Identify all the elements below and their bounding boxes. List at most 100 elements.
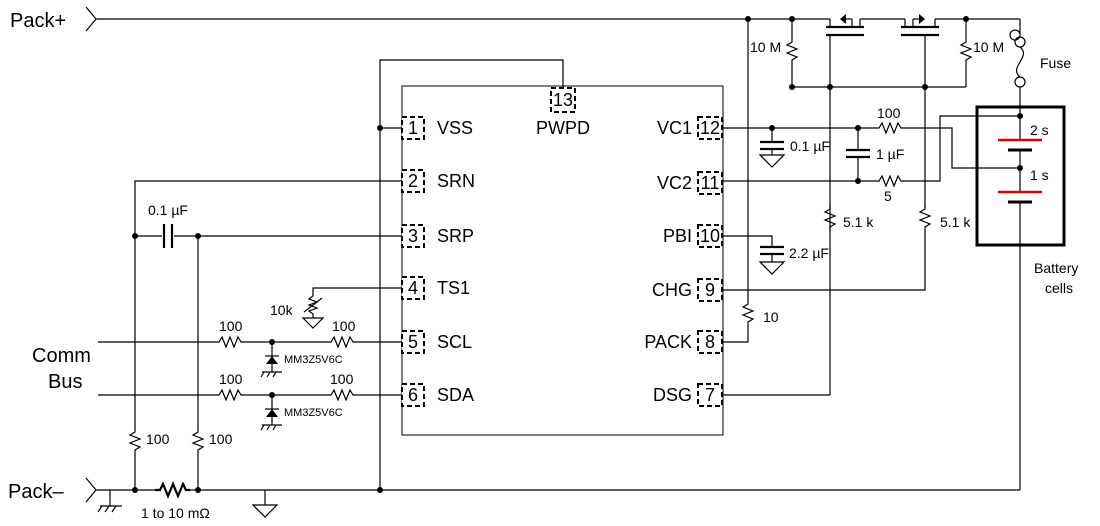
thermistor — [307, 295, 319, 318]
pin-8: 8 PACK — [644, 330, 723, 354]
pwpd-wire — [379, 59, 564, 490]
ground-icon — [251, 504, 279, 518]
sense-resistor — [155, 481, 190, 499]
gate-resistor-2-label: 10 M — [973, 39, 1004, 55]
chg-resistor — [918, 205, 932, 231]
cell-capacitor-label: 1 µF — [876, 146, 904, 162]
scl-resistor-left — [215, 335, 245, 349]
pin-3: 3 SRP — [401, 224, 474, 248]
pack-resistor — [741, 300, 755, 326]
zener-diode-2-icon — [265, 408, 279, 417]
pbi-capacitor — [760, 245, 784, 256]
svg-text:9: 9 — [705, 280, 715, 300]
pin-9: 9 CHG — [652, 278, 723, 302]
vc2-resistor-label: 5 — [884, 188, 892, 204]
battery-cell-top-icon — [998, 138, 1042, 152]
svg-text:DSG: DSG — [653, 385, 692, 405]
svg-text:SRP: SRP — [437, 226, 474, 246]
thermistor-label: 10k — [270, 302, 294, 318]
thermistor-ground-icon — [301, 317, 325, 329]
zener-2-ground-icon — [260, 424, 282, 431]
pack-plus-label: Pack+ — [10, 10, 66, 32]
srp-capacitor-label: 0.1 µF — [148, 202, 188, 218]
pull-resistor-left-label: 100 — [146, 431, 170, 447]
pin-2: 2 SRN — [401, 169, 475, 193]
fuse-label: Fuse — [1040, 55, 1071, 71]
svg-text:PBI: PBI — [663, 226, 692, 246]
svg-text:SDA: SDA — [437, 385, 474, 405]
pin-5: 5 SCL — [401, 330, 472, 354]
svg-text:7: 7 — [705, 385, 715, 405]
fuse-icon — [1016, 46, 1024, 78]
vc1-capacitor-label: 0.1 µF — [790, 138, 830, 154]
svg-text:VC2: VC2 — [657, 173, 692, 193]
svg-text:12: 12 — [700, 118, 720, 138]
svg-text:5: 5 — [408, 332, 418, 352]
svg-text:SCL: SCL — [437, 332, 472, 352]
pbi-ground-icon — [758, 261, 786, 275]
svg-text:VC1: VC1 — [657, 118, 692, 138]
scl-resistor-right-label: 100 — [332, 318, 356, 334]
chg-resistor-label: 5.1 k — [940, 214, 971, 230]
pin-11: 11 VC2 — [657, 171, 723, 195]
vc2-resistor — [875, 174, 905, 188]
battery-label-1: Battery — [1034, 260, 1078, 276]
zener-1-label: MM3Z5V6C — [284, 354, 343, 366]
sda-resistor-right — [327, 388, 357, 402]
svg-text:PWPD: PWPD — [536, 118, 590, 138]
gate-resistor-2 — [959, 38, 973, 64]
vc1-ground-icon — [758, 154, 786, 168]
dsg-resistor — [823, 205, 837, 231]
vc1-resistor — [875, 121, 905, 135]
zener-2-label: MM3Z5V6C — [284, 407, 343, 419]
ic-body — [401, 85, 724, 436]
cell-capacitor — [846, 148, 870, 159]
svg-text:CHG: CHG — [652, 280, 692, 300]
thermistor-arrow — [303, 297, 323, 313]
sda-resistor-left-label: 100 — [219, 371, 243, 387]
pack-plus-arrow — [85, 6, 97, 32]
svg-text:3: 3 — [408, 226, 418, 246]
scl-resistor-right — [327, 335, 357, 349]
chassis-ground-icon — [97, 505, 122, 513]
sda-resistor-left — [215, 388, 245, 402]
pull-resistor-right-label: 100 — [209, 431, 233, 447]
pin-13: 13 PWPD — [536, 87, 590, 138]
comm-bus-label-1: Comm — [32, 345, 91, 367]
svg-text:11: 11 — [701, 173, 720, 193]
gate-resistor-1 — [785, 38, 799, 64]
gate-resistor-1-label: 10 M — [750, 39, 781, 55]
svg-text:SRN: SRN — [437, 171, 475, 191]
pbi-capacitor-label: 2.2 µF — [789, 245, 829, 261]
dsg-resistor-label: 5.1 k — [843, 214, 874, 230]
pin-6: 6 SDA — [401, 383, 474, 407]
svg-text:VSS: VSS — [437, 118, 473, 138]
sda-resistor-right-label: 100 — [330, 371, 354, 387]
pull-resistor-left — [128, 428, 142, 490]
vc1-resistor-label: 100 — [877, 105, 901, 121]
zener-diode-1-icon — [265, 355, 279, 364]
comm-bus-label-2: Bus — [48, 371, 82, 393]
sense-resistor-label: 1 to 10 mΩ — [141, 505, 210, 521]
battery-label-2: cells — [1045, 280, 1073, 296]
cell-bottom-label: 1 s — [1030, 167, 1049, 183]
svg-text:PACK: PACK — [644, 332, 692, 352]
zener-1-ground-icon — [260, 371, 282, 378]
vc1-capacitor — [760, 140, 784, 151]
svg-text:6: 6 — [408, 385, 418, 405]
svg-text:4: 4 — [408, 278, 418, 298]
svg-text:1: 1 — [408, 118, 418, 138]
scl-resistor-left-label: 100 — [219, 318, 243, 334]
pack-minus-arrow — [85, 477, 97, 503]
pin-12: 12 VC1 — [657, 116, 723, 140]
svg-text:8: 8 — [705, 332, 715, 352]
battery-cell-bottom-icon — [998, 190, 1042, 204]
pin-7: 7 DSG — [653, 383, 723, 407]
cell-top-label: 2 s — [1030, 122, 1049, 138]
svg-text:13: 13 — [553, 90, 573, 110]
discharge-fet-icon — [826, 14, 864, 37]
pull-resistor-right — [191, 428, 205, 490]
pack-minus-label: Pack– — [8, 481, 64, 503]
pin-10: 10 PBI — [663, 224, 723, 248]
